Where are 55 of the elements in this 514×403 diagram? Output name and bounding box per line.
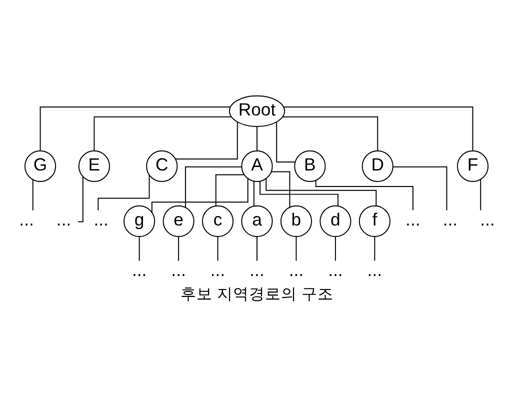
connector [392, 166, 448, 210]
connector [215, 174, 244, 206]
node-circle: C [146, 150, 178, 182]
connector [266, 178, 377, 206]
node-circle: D [362, 150, 394, 182]
connector [276, 121, 296, 162]
node-circle: d [320, 204, 352, 237]
node-circle: a [241, 204, 273, 237]
node-text: ... [406, 209, 420, 230]
connector [184, 166, 242, 208]
node-circle: G [24, 150, 56, 182]
connector [256, 126, 258, 151]
connector [174, 121, 238, 160]
node-ellipse: Root [228, 94, 286, 126]
node-text: ... [210, 260, 226, 280]
connector [94, 116, 232, 151]
node-text: ... [328, 260, 343, 280]
node-text: ... [367, 260, 382, 280]
node-circle: E [78, 150, 110, 182]
connector [32, 178, 34, 210]
node-text: ... [288, 260, 304, 280]
node-circle: g [124, 204, 156, 237]
node-text: ... [132, 260, 147, 280]
connector [253, 180, 254, 206]
connector [40, 106, 230, 151]
connector [283, 106, 474, 151]
connector [138, 236, 140, 261]
node-text: ... [250, 260, 264, 280]
connector [296, 236, 297, 261]
node-circle: c [202, 204, 234, 237]
node-circle: f [358, 204, 390, 237]
node-text: ... [94, 209, 108, 230]
connector [217, 236, 218, 261]
node-text: ... [19, 209, 34, 230]
node-circle: B [294, 150, 326, 182]
node-text: ... [56, 209, 72, 230]
node-circle: F [456, 150, 489, 182]
connector [178, 236, 180, 261]
node-circle: A [241, 150, 273, 182]
connector [374, 236, 376, 261]
caption: 후보 지역경로의 구조 [180, 286, 334, 303]
connector [334, 236, 336, 261]
connector [480, 178, 482, 210]
node-text: ... [442, 209, 458, 230]
connector [315, 180, 414, 210]
connector [256, 236, 258, 261]
connector [270, 170, 290, 208]
node-text: ... [171, 260, 186, 280]
node-circle: e [162, 204, 194, 237]
node-text: ... [480, 209, 495, 230]
connector [151, 178, 248, 213]
connector [282, 116, 378, 151]
connector [260, 180, 338, 206]
node-circle: b [280, 204, 312, 237]
connector [98, 174, 150, 210]
